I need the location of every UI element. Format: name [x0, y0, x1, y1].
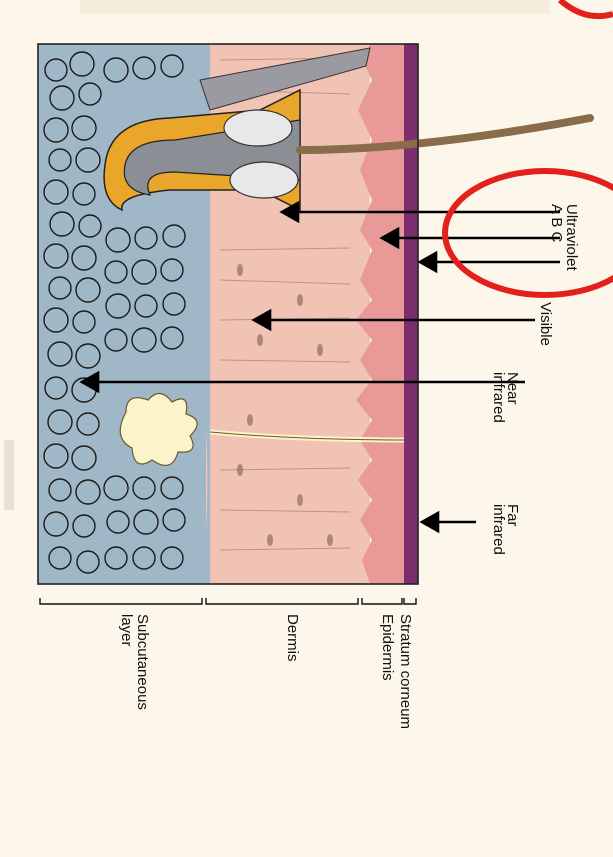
stratum-corneum-label: Stratum corneum [397, 614, 414, 729]
subcutaneous-label-line2: layer [118, 614, 135, 647]
uv-bands-label: A B C [548, 204, 565, 243]
dermis-label: Dermis [284, 614, 301, 662]
visible-label: Visible [537, 302, 554, 346]
subcutaneous-label-line1: Subcutaneous [134, 614, 151, 710]
sebaceous-gland-upper [224, 110, 292, 146]
far-infrared-label-line2: infrared [490, 504, 507, 555]
top-strip [80, 0, 550, 14]
sebaceous-gland-lower [230, 162, 298, 198]
near-infrared-label-line2: infrared [490, 372, 507, 423]
left-edge-smudge [4, 440, 14, 510]
epidermis-label: Epidermis [379, 614, 396, 681]
stratum-corneum-layer [404, 44, 418, 584]
